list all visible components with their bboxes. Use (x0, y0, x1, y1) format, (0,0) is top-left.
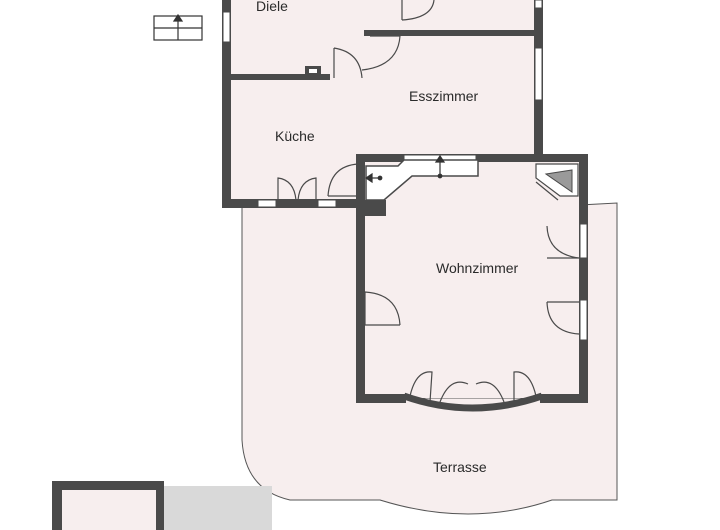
kueche-floor (230, 78, 362, 203)
terrace-area (241, 202, 618, 515)
fireplace-icon (535, 163, 579, 201)
wohnzimmer-floor (364, 160, 580, 398)
room-label-kueche: Küche (275, 128, 315, 144)
doors (277, 0, 580, 403)
room-label-terrasse: Terrasse (433, 459, 487, 475)
room-label-diele: Diele (256, 0, 288, 14)
room-label-wohnzimmer: Wohnzimmer (436, 260, 519, 276)
room-label-esszimmer: Esszimmer (409, 88, 479, 104)
annex (52, 481, 272, 530)
bay-wall (402, 392, 544, 412)
stove-inner (309, 69, 317, 73)
north-arrow-icon (153, 13, 203, 41)
partition (365, 159, 479, 201)
stair-icon (364, 154, 446, 184)
